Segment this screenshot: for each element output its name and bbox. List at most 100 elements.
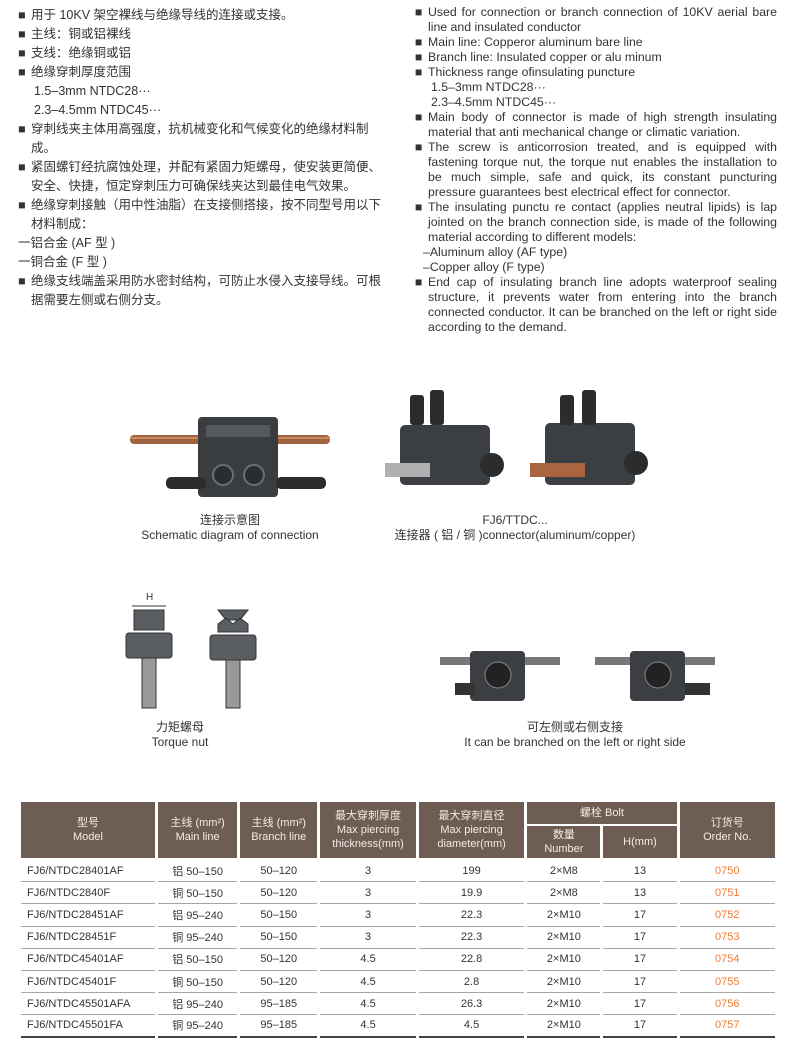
caption-zh: FJ6/TTDC... bbox=[482, 513, 548, 527]
branch-line-cell: 50–150 bbox=[240, 927, 318, 949]
header-text: 主线 (mm²) bbox=[170, 817, 225, 829]
branch-line-cell: 50–120 bbox=[240, 860, 318, 883]
feature-item: ■The insulating punctu re contact (appli… bbox=[415, 200, 777, 245]
caption-en: Torque nut bbox=[151, 735, 209, 749]
model-cell: FJ6/NTDC2840F bbox=[21, 882, 155, 905]
order-no-cell: 0750 bbox=[679, 860, 775, 883]
header-order-no: 订货号 Order No. bbox=[679, 802, 775, 860]
feature-subitem: 1.5–3mm NTDC28··· bbox=[34, 84, 151, 98]
bullet-square-icon: ■ bbox=[18, 160, 26, 174]
feature-item: ■The screw is anticorrosion treated, and… bbox=[415, 140, 777, 200]
header-text: Number bbox=[544, 843, 584, 855]
schematic-caption: 连接示意图 Schematic diagram of connection bbox=[110, 513, 350, 543]
thickness-cell: 3 bbox=[320, 882, 416, 905]
caption-zh: 力矩螺母 bbox=[155, 720, 204, 734]
feature-text: The screw is anticorrosion treated, and … bbox=[428, 140, 777, 199]
main-line-cell: 铝 50–150 bbox=[158, 860, 238, 883]
feature-item: ■支线：绝缘铜或铝 bbox=[18, 44, 390, 63]
model-cell: FJ6/NTDC28401AF bbox=[21, 860, 155, 883]
bolt-h-cell: 17 bbox=[603, 949, 677, 971]
thickness-cell: 4.5 bbox=[320, 1015, 416, 1038]
feature-item: ■ Branch line: Insulated copper or alu mi… bbox=[415, 50, 777, 65]
header-text: 型号 bbox=[77, 817, 99, 829]
order-no-cell: 0754 bbox=[679, 949, 775, 971]
bolt-h-cell: 17 bbox=[603, 927, 677, 949]
bullet-square-icon: ■ bbox=[415, 65, 423, 79]
thickness-cell: 4.5 bbox=[320, 949, 416, 971]
feature-text: 用于 10KV 架空裸线与绝缘导线的连接或支接。 bbox=[31, 8, 294, 22]
diameter-cell: 22.8 bbox=[418, 949, 525, 971]
feature-text: 主线：铜或铝裸线 bbox=[31, 27, 132, 41]
thickness-cell: 3 bbox=[320, 927, 416, 949]
feature-text: Main line: Copperor aluminum bare line bbox=[428, 35, 643, 49]
header-text: Order No. bbox=[703, 831, 752, 843]
main-line-cell: 铜 95–240 bbox=[158, 927, 238, 949]
feature-item: ■用于 10KV 架空裸线与绝缘导线的连接或支接。 bbox=[18, 6, 390, 25]
main-line-cell: 铜 50–150 bbox=[158, 971, 238, 994]
header-branch-line: 主线 (mm²)Branch line bbox=[240, 802, 318, 860]
header-text: 最大穿刺直径 bbox=[438, 810, 505, 822]
feature-item: ■ 穿刺线夹主体用高强度，抗机械变化和气候变化的绝缘材料制成。 bbox=[18, 120, 390, 158]
caption-zh: 可左侧或右侧支接 bbox=[526, 720, 623, 734]
model-cell: FJ6/NTDC45401AF bbox=[21, 949, 155, 971]
branch-caption: 可左侧或右侧支接 It can be branched on the left … bbox=[430, 720, 720, 750]
bullet-square-icon: ■ bbox=[18, 122, 26, 136]
branch-line-cell: 50–120 bbox=[240, 949, 318, 971]
order-no-cell: 0756 bbox=[679, 993, 775, 1016]
main-line-cell: 铝 95–240 bbox=[158, 904, 238, 927]
material-item: 一铝合金 (AF 型 ) bbox=[18, 236, 116, 250]
header-bolt-h: H(mm) bbox=[603, 826, 677, 860]
main-line-cell: 铜 50–150 bbox=[158, 882, 238, 905]
feature-subitem: 2.3–4.5mm NTDC45··· bbox=[34, 103, 162, 117]
diameter-cell: 2.8 bbox=[418, 971, 525, 994]
feature-text: Main body of connector is made of high s… bbox=[428, 110, 777, 139]
diameter-cell: 22.3 bbox=[418, 904, 525, 927]
thickness-cell: 3 bbox=[320, 860, 416, 883]
bolt-h-cell: 17 bbox=[603, 993, 677, 1016]
branch-line-cell: 95–185 bbox=[240, 993, 318, 1016]
header-text: Branch line bbox=[251, 831, 307, 843]
bullet-square-icon: ■ bbox=[415, 35, 423, 49]
torque-nut-image: H bbox=[125, 592, 257, 709]
bullet-square-icon: ■ bbox=[18, 274, 26, 288]
header-text: 订货号 bbox=[710, 817, 744, 829]
feature-text: Used for connection or branch connection… bbox=[428, 5, 777, 34]
diameter-cell: 4.5 bbox=[418, 1015, 525, 1038]
feature-text: Branch line: Insulated copper or alu min… bbox=[428, 50, 662, 64]
feature-text: 穿刺线夹主体用高强度，抗机械变化和气候变化的绝缘材料制成。 bbox=[31, 122, 369, 155]
schematic-connection-image bbox=[130, 417, 330, 497]
main-line-cell: 铜 95–240 bbox=[158, 1015, 238, 1038]
bolt-number-cell: 2×M10 bbox=[527, 1015, 601, 1038]
diameter-cell: 22.3 bbox=[418, 927, 525, 949]
feature-item: ■紧固螺钉经抗腐蚀处理，并配有紧固力矩螺母，使安装更简便、安全、快捷，恒定穿刺压… bbox=[18, 158, 390, 196]
feature-text: 支线：绝缘铜或铝 bbox=[31, 46, 132, 60]
main-line-cell: 铝 95–240 bbox=[158, 993, 238, 1016]
bolt-h-cell: 17 bbox=[603, 904, 677, 927]
connector-product-image bbox=[385, 390, 648, 485]
diameter-cell: 19.9 bbox=[418, 882, 525, 905]
order-no-cell: 0757 bbox=[679, 1015, 775, 1038]
bullet-square-icon: ■ bbox=[415, 275, 423, 289]
feature-text: 绝缘支线端盖采用防水密封结构，可防止水侵入支接导线。可根据需要左侧或右侧分支。 bbox=[31, 274, 382, 307]
header-text: Max piercing thickness(mm) bbox=[332, 824, 404, 850]
model-cell: FJ6/NTDC28451AF bbox=[21, 904, 155, 927]
bullet-square-icon: ■ bbox=[18, 65, 26, 79]
dimension-h-label: H bbox=[146, 592, 153, 603]
branch-line-cell: 50–150 bbox=[240, 904, 318, 927]
order-no-cell: 0752 bbox=[679, 904, 775, 927]
caption-en: Schematic diagram of connection bbox=[141, 528, 319, 542]
bullet-square-icon: ■ bbox=[415, 5, 423, 19]
bullet-square-icon: ■ bbox=[415, 50, 423, 64]
caption-en: 连接器 ( 铝 / 铜 )connector(aluminum/copper) bbox=[394, 528, 636, 542]
model-cell: FJ6/NTDC45501FA bbox=[21, 1015, 155, 1038]
